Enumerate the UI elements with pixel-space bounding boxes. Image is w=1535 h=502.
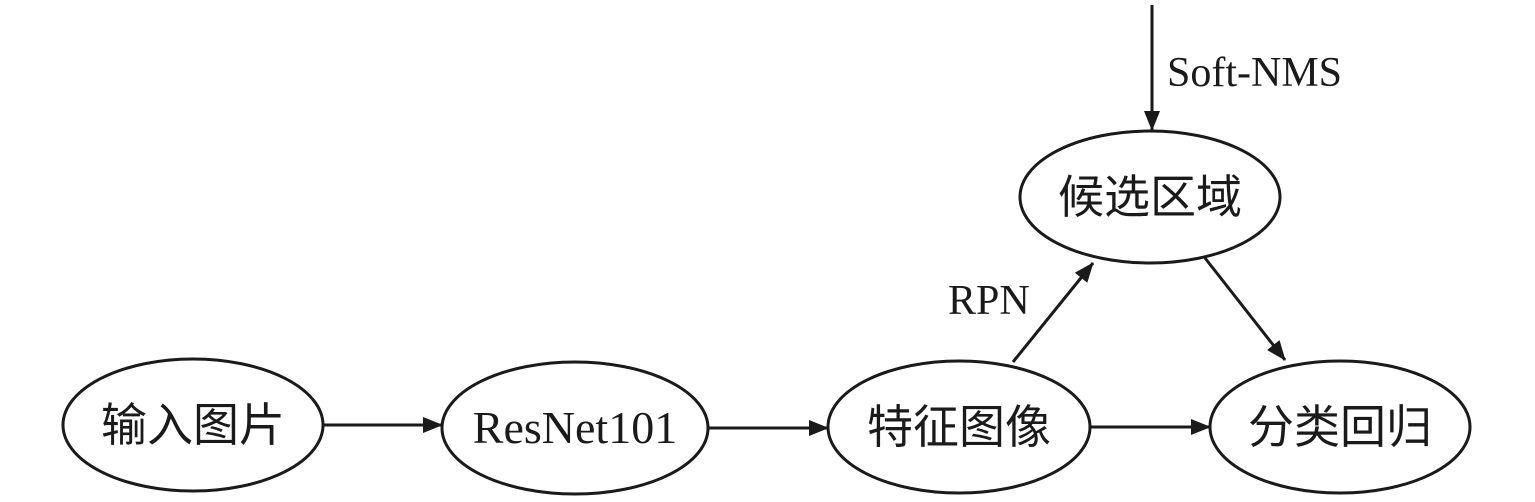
node-feature-map-label: 特征图像 [867,400,1051,454]
node-candidate-region: 候选区域 [1018,129,1282,265]
node-input-image: 输入图片 [61,357,325,493]
node-feature-map: 特征图像 [826,359,1092,495]
node-classify-regress: 分类回归 [1208,359,1472,495]
arrow-candidate-to-classify [1203,257,1287,361]
arrow-feature-to-candidate [1011,262,1095,363]
node-input-image-label: 输入图片 [101,398,285,452]
node-classify-regress-label: 分类回归 [1248,400,1432,454]
edge-label-rpn: RPN [948,278,1030,324]
node-resnet: ResNet101 [440,360,710,496]
node-candidate-region-label: 候选区域 [1058,170,1242,224]
edge-label-soft-nms: Soft-NMS [1167,50,1342,96]
node-resnet-label: ResNet101 [473,402,677,453]
